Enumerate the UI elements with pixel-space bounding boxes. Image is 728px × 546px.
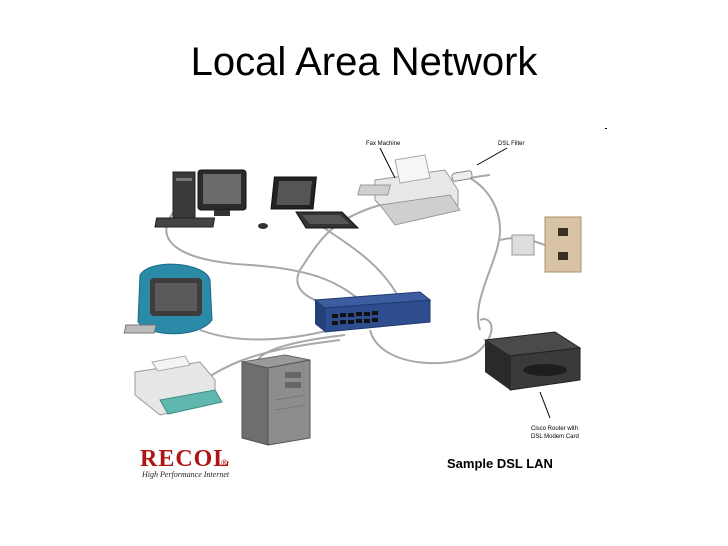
desktop-pc-icon: [154, 169, 268, 229]
label-pointers: [379, 147, 551, 419]
logo-name: RECOL: [140, 446, 230, 472]
cisco-router-icon: [483, 331, 582, 391]
laser-printer-icon: [134, 355, 223, 416]
router-label-line1: Cisco Router with: [531, 426, 578, 432]
laptop-icon: [270, 176, 360, 229]
router-label-line2: DSL Modem Card: [531, 434, 579, 440]
imac-icon: [123, 263, 213, 335]
slide-title: Local Area Network: [190, 40, 538, 84]
fax-machine-label: Fax Machine: [366, 141, 401, 147]
logo-registered: ®: [221, 458, 228, 468]
wall-jack-icon: [511, 216, 582, 273]
recol-logo: RECOL ® High Performance Internet: [140, 446, 230, 479]
diagram-caption: Sample DSL LAN: [447, 456, 553, 471]
logo-tagline: High Performance Internet: [141, 470, 230, 479]
dsl-filter-icon: [451, 170, 473, 182]
fax-machine-icon: [357, 154, 461, 226]
dsl-filter-label: DSL Filter: [498, 141, 524, 147]
network-switch-icon: [313, 291, 432, 333]
tower-server-icon: [241, 354, 311, 446]
corner-mark: [605, 128, 607, 129]
